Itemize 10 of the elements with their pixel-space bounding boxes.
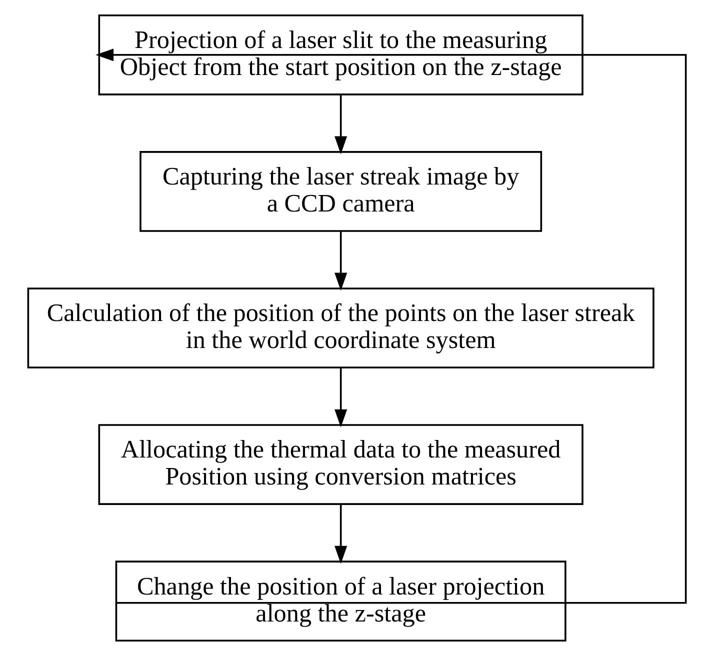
node-box: Capturing the laser streak image by a CCD camera (140, 151, 542, 232)
arrow (334, 368, 348, 428)
arrow (334, 232, 348, 291)
arrow (334, 95, 348, 154)
node-box: Projection of a laser slit to the measuring Object from the start position on the z-stage (98, 14, 584, 96)
node-box: Change the position of a laser projection along the z-stage (115, 560, 566, 642)
node-box: Calculation of the position of the points on the laser streak in the world coordinate system (27, 288, 654, 368)
arrow (96, 48, 687, 604)
arrow (334, 504, 348, 564)
node-box: Allocating the thermal data to the measured Position using conversion matrices (98, 424, 584, 505)
